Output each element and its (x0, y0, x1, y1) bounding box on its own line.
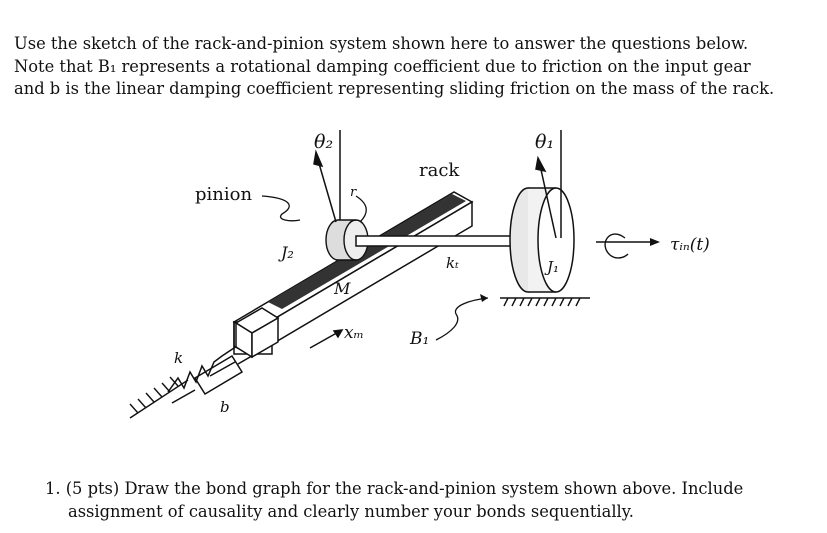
pinion-leader (261, 195, 301, 222)
label-theta2: θ₂ (314, 131, 333, 153)
intro-line-1: Use the sketch of the rack-and-pinion sy… (14, 34, 749, 53)
shaft (355, 235, 521, 247)
label-tau-in: τᵢₙ(t) (670, 235, 710, 255)
r-arrow (355, 195, 367, 223)
question-line-1: 1. (5 pts) Draw the bond graph for the r… (45, 479, 744, 498)
label-kt: kₜ (446, 254, 459, 272)
label-k: k (174, 349, 183, 367)
xm-arrow (309, 329, 344, 349)
b1-ground (500, 297, 590, 307)
label-r: r (350, 185, 357, 200)
question-line-2: assignment of causality and clearly numb… (68, 501, 634, 521)
pinion-gear (325, 219, 369, 261)
question-1: 1. (5 pts) Draw the bond graph for the r… (45, 478, 815, 523)
intro-line-3: and b is the linear damping coefficient … (14, 79, 775, 98)
theta1-arrow (535, 130, 562, 239)
torque-arrowhead (650, 238, 660, 246)
theta2-arrow (313, 130, 341, 223)
input-gear-j1 (509, 187, 575, 293)
label-j2: J₂ (278, 243, 294, 262)
label-m: M (333, 279, 351, 298)
label-pinion: pinion (195, 184, 252, 205)
torque-arrow (604, 233, 629, 259)
label-j1: J₁ (544, 258, 559, 276)
label-theta1: θ₁ (535, 131, 554, 153)
intro-paragraph: Use the sketch of the rack-and-pinion sy… (14, 33, 804, 101)
intro-line-2: Note that B₁ represents a rotational dam… (14, 56, 751, 76)
label-xm: xₘ (344, 323, 364, 343)
label-b1: B₁ (409, 329, 429, 349)
b1-arrowhead (480, 294, 488, 302)
label-b: b (220, 398, 230, 416)
spring-k (167, 343, 241, 393)
label-rack: rack (419, 160, 460, 181)
b1-leader (435, 297, 489, 341)
mass-block (234, 307, 280, 359)
left-ground (129, 376, 189, 419)
damper-b (171, 349, 263, 404)
